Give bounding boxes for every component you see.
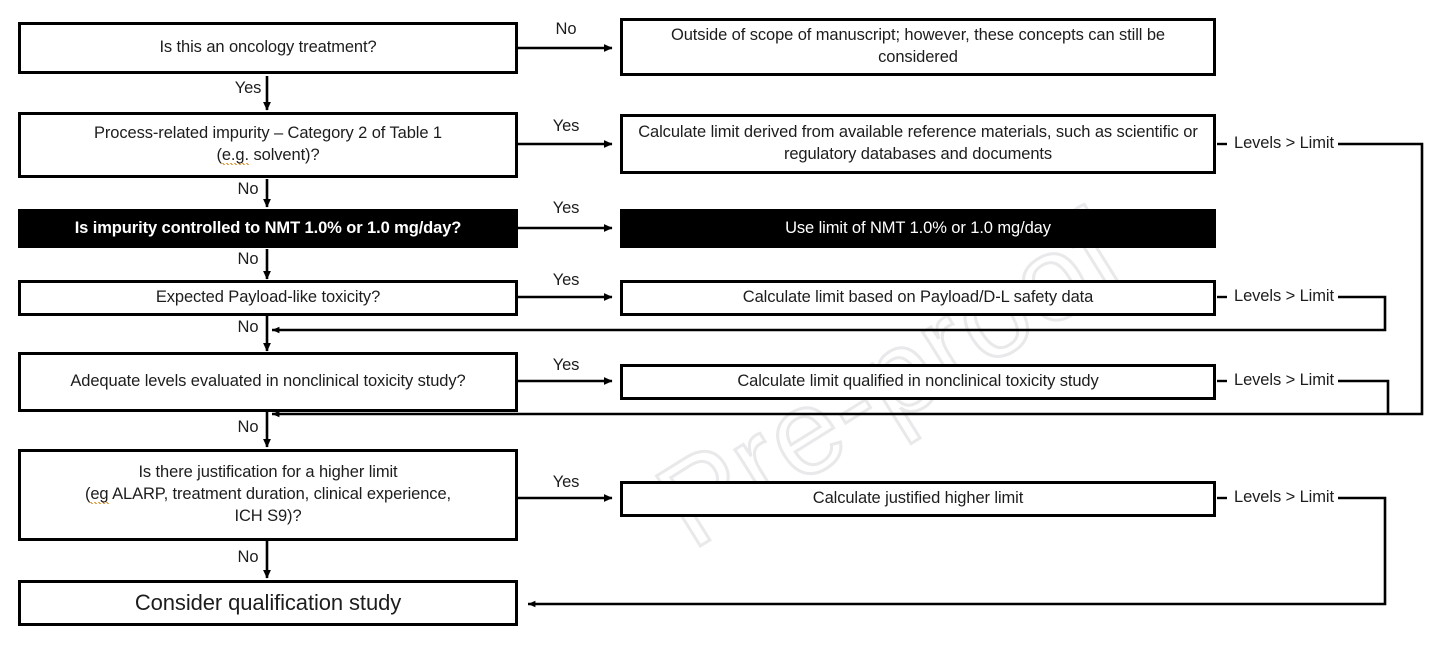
- edge-label-no-3: No: [237, 250, 259, 268]
- node-label: Process-related impurity – Category 2 of…: [29, 123, 507, 167]
- node-outcome-outside-of-scope[interactable]: Outside of scope of manuscript; however,…: [620, 18, 1216, 76]
- node-label: Calculate limit based on Payload/D-L saf…: [742, 288, 1094, 307]
- edge-label-no-5: No: [237, 418, 259, 436]
- edge-label-levels-greater-limit-4: Levels > Limit: [1234, 488, 1334, 506]
- node-question-process-related-impurity[interactable]: Process-related impurity – Category 2 of…: [18, 112, 518, 178]
- node-label-line2-suffix: solvent)?: [248, 146, 320, 164]
- node-label: Adequate levels evaluated in nonclinical…: [70, 372, 466, 391]
- edge-label-no-4: No: [237, 318, 259, 336]
- node-outcome-nonclinical-toxicity-study[interactable]: Calculate limit qualified in nonclinical…: [620, 364, 1216, 400]
- edge-label-no-2: No: [237, 180, 259, 198]
- node-label: Is impurity controlled to NMT 1.0% or 1.…: [74, 218, 462, 237]
- node-question-impurity-controlled-nmt[interactable]: Is impurity controlled to NMT 1.0% or 1.…: [18, 209, 518, 248]
- node-label: Use limit of NMT 1.0% or 1.0 mg/day: [785, 218, 1051, 237]
- node-label: Is there justification for a higher limi…: [29, 462, 507, 527]
- edge-label-yes-5: Yes: [552, 356, 580, 374]
- node-question-adequate-levels-nonclinical[interactable]: Adequate levels evaluated in nonclinical…: [18, 352, 518, 412]
- edge-label-yes-3: Yes: [552, 199, 580, 217]
- node-label: Expected Payload-like toxicity?: [155, 288, 381, 307]
- edge-label-levels-greater-limit-1: Levels > Limit: [1234, 134, 1334, 152]
- edge-label-levels-greater-limit-2: Levels > Limit: [1234, 287, 1334, 305]
- node-question-payload-like-toxicity[interactable]: Expected Payload-like toxicity?: [18, 280, 518, 316]
- edge-label-levels-greater-limit-3: Levels > Limit: [1234, 371, 1334, 389]
- node-label-line1: Process-related impurity – Category 2 of…: [94, 124, 442, 143]
- node-final-consider-qualification-study[interactable]: Consider qualification study: [18, 580, 518, 626]
- node-label: Calculate justified higher limit: [812, 489, 1024, 508]
- node-label-line1: Is there justification for a higher limi…: [138, 463, 398, 482]
- node-label: Calculate limit qualified in nonclinical…: [737, 372, 1099, 391]
- edge-label-no-1: No: [555, 20, 577, 38]
- edge-label-yes-6: Yes: [552, 473, 580, 491]
- node-outcome-use-limit-nmt[interactable]: Use limit of NMT 1.0% or 1.0 mg/day: [620, 209, 1216, 248]
- spellcheck-word-eg: e.g.: [221, 146, 249, 165]
- node-label-line2-suffix: ALARP, treatment duration, clinical expe…: [108, 485, 452, 504]
- node-outcome-reference-materials[interactable]: Calculate limit derived from available r…: [620, 114, 1216, 174]
- node-label-line2-prefix: (: [84, 485, 91, 504]
- spellcheck-word-eg: eg: [90, 485, 109, 505]
- node-outcome-justified-higher-limit[interactable]: Calculate justified higher limit: [620, 481, 1216, 517]
- node-label: Calculate limit derived from available r…: [638, 123, 1198, 163]
- node-label: Is this an oncology treatment?: [159, 38, 377, 57]
- node-label-line2-prefix: (: [216, 146, 222, 164]
- edge-label-yes-4: Yes: [552, 271, 580, 289]
- node-question-oncology-treatment[interactable]: Is this an oncology treatment?: [18, 22, 518, 74]
- edge-label-no-6: No: [237, 548, 259, 566]
- edge-label-yes-2: Yes: [552, 117, 580, 135]
- node-question-justification-higher-limit[interactable]: Is there justification for a higher limi…: [18, 449, 518, 541]
- node-label-line3: ICH S9)?: [234, 506, 302, 525]
- edge-label-yes-1: Yes: [234, 79, 262, 97]
- node-label: Outside of scope of manuscript; however,…: [671, 26, 1165, 66]
- node-outcome-payload-dl-safety-data[interactable]: Calculate limit based on Payload/D-L saf…: [620, 280, 1216, 316]
- node-label: Consider qualification study: [134, 590, 402, 616]
